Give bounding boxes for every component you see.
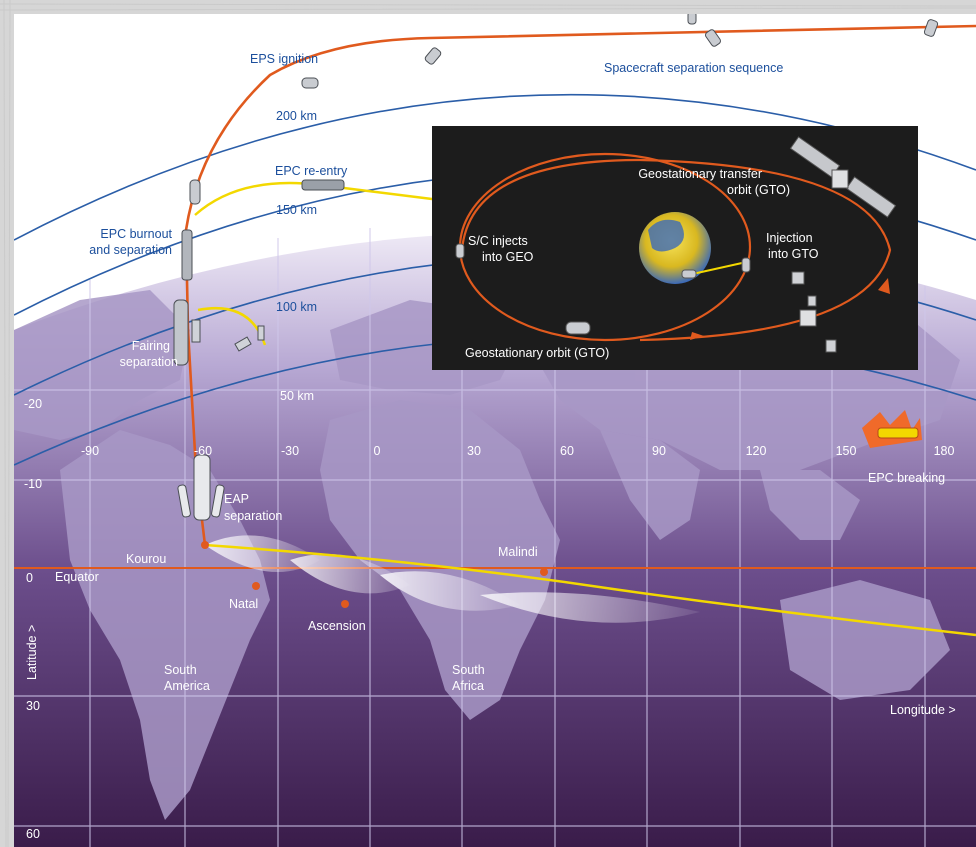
lat-label: 30 bbox=[26, 699, 40, 713]
rocket-stages bbox=[173, 77, 345, 521]
malindi-dot bbox=[540, 568, 548, 576]
launcher-upper-icon bbox=[681, 269, 697, 279]
spacecraft-sep-label: Spacecraft separation sequence bbox=[604, 61, 783, 75]
south-africa-line1: South bbox=[452, 663, 485, 677]
epc-burnout-line1: EPC burnout bbox=[100, 227, 172, 241]
fairing-half-icon bbox=[257, 325, 265, 341]
lat-label: -20 bbox=[24, 397, 42, 411]
lon-label: -90 bbox=[81, 444, 99, 458]
south-america-line2: America bbox=[164, 679, 210, 693]
launcher-core-icon bbox=[193, 454, 211, 521]
epc-burnout-line2: and separation bbox=[89, 243, 172, 257]
plume bbox=[380, 571, 520, 611]
eap-booster-icon bbox=[211, 484, 225, 518]
injection-line2: into GTO bbox=[768, 247, 819, 261]
plume bbox=[205, 535, 320, 572]
spacecraft-icon bbox=[923, 19, 939, 37]
lat-label: 0 bbox=[26, 571, 33, 585]
lon-label: 150 bbox=[836, 444, 857, 458]
spacecraft-icon bbox=[424, 47, 442, 65]
natal-dot bbox=[252, 582, 260, 590]
lon-label: -30 bbox=[281, 444, 299, 458]
sc-injects-line2: into GEO bbox=[482, 250, 534, 264]
upper-stage-icon bbox=[301, 77, 319, 89]
injection-line1: Injection bbox=[766, 231, 813, 245]
altitude-100-label: 100 km bbox=[276, 300, 317, 314]
plume-shadows bbox=[205, 535, 700, 623]
gto-inset: Geostationary transfer orbit (GTO) S/C i… bbox=[432, 126, 918, 370]
sc-injects-line1: S/C injects bbox=[468, 234, 528, 248]
longitude-axis-label: Longitude > bbox=[890, 703, 956, 717]
map-labels: Fairing separation 50 km EAP separation … bbox=[24, 339, 956, 841]
se-asia-landmass bbox=[760, 470, 860, 540]
altitude-200-label: 200 km bbox=[276, 109, 317, 123]
lon-label: 30 bbox=[467, 444, 481, 458]
lat-label: 60 bbox=[26, 827, 40, 841]
satellite-icon bbox=[789, 136, 897, 218]
ascension-label: Ascension bbox=[308, 619, 366, 633]
globe-ocean-shape bbox=[648, 219, 684, 252]
spacecraft-icon bbox=[687, 14, 697, 25]
fairing-line1: Fairing bbox=[132, 339, 170, 353]
launch-trajectory bbox=[184, 24, 976, 546]
altitude-50-label: 50 km bbox=[280, 389, 314, 403]
south-asia-landmass bbox=[600, 430, 700, 540]
spacecraft-icon bbox=[704, 29, 722, 47]
upper-stage-icon bbox=[189, 179, 201, 205]
kourou-label: Kourou bbox=[126, 552, 166, 566]
gto-label-line2: orbit (GTO) bbox=[727, 183, 790, 197]
latitude-axis-label: Latitude > bbox=[25, 625, 39, 680]
lon-label: 90 bbox=[652, 444, 666, 458]
eps-ignition-label: EPS ignition bbox=[250, 52, 318, 66]
ascension-dot bbox=[341, 600, 349, 608]
fairing-half-icon bbox=[191, 319, 201, 343]
lon-label: 60 bbox=[560, 444, 574, 458]
lon-label: -60 bbox=[194, 444, 212, 458]
orbit-arrow-icon bbox=[690, 332, 704, 340]
epc-breaking-label: EPC breaking bbox=[868, 471, 945, 485]
gto-label-line1: Geostationary transfer bbox=[638, 167, 762, 181]
eap-line2: separation bbox=[224, 509, 282, 523]
ground-track bbox=[204, 543, 976, 637]
south-america-landmass bbox=[60, 430, 270, 820]
australia-landmass bbox=[780, 580, 950, 700]
lon-label: 0 bbox=[374, 444, 381, 458]
spacecraft-sequence bbox=[424, 14, 939, 65]
ascent-labels: EPS ignition EPC re-entry EPC burnout an… bbox=[89, 52, 783, 314]
spacecraft-icon bbox=[455, 243, 465, 259]
north-america-landmass bbox=[14, 290, 190, 440]
fairing-line2: separation bbox=[120, 355, 178, 369]
epc-reentry-label: EPC re-entry bbox=[275, 164, 348, 178]
tracking-stations bbox=[201, 541, 548, 608]
injection-path bbox=[687, 262, 743, 276]
spacecraft-icon bbox=[565, 321, 591, 335]
rocket-icon bbox=[173, 299, 189, 366]
malindi-label: Malindi bbox=[498, 545, 538, 559]
south-america-line1: South bbox=[164, 663, 197, 677]
lon-label: 120 bbox=[746, 444, 767, 458]
eap-line1: EAP bbox=[224, 492, 249, 506]
satellite-deploy-icon bbox=[791, 271, 837, 353]
rocket-icon bbox=[181, 229, 193, 281]
fairing-half-icon bbox=[234, 336, 252, 352]
orbit-arrow-icon bbox=[878, 278, 890, 294]
epc-breaking-icon bbox=[862, 410, 922, 448]
epc-stage-icon bbox=[301, 179, 345, 191]
natal-label: Natal bbox=[229, 597, 258, 611]
lon-label: 180 bbox=[934, 444, 955, 458]
plume bbox=[480, 592, 700, 623]
equator-label: Equator bbox=[55, 570, 99, 584]
altitude-150-label: 150 km bbox=[276, 203, 317, 217]
plume bbox=[290, 553, 410, 594]
spacecraft-icon bbox=[741, 257, 751, 273]
kourou-dot bbox=[201, 541, 209, 549]
eap-booster-icon bbox=[177, 484, 191, 518]
lat-label: -10 bbox=[24, 477, 42, 491]
geo-orbit-label: Geostationary orbit (GTO) bbox=[465, 346, 609, 360]
south-africa-line2: Africa bbox=[452, 679, 484, 693]
